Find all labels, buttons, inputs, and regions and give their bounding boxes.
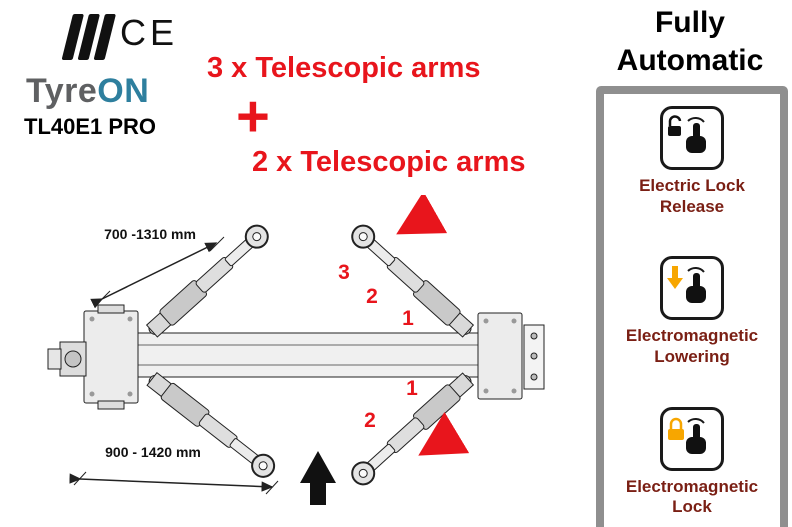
feature-electric-lock-release: Electric Lock Release [610, 106, 774, 217]
electromagnetic-lock-icon [660, 406, 724, 471]
dimension-top-label: 700 -1310 mm [104, 226, 196, 242]
down-arrow-icon [667, 266, 683, 290]
electromagnetic-lowering-icon [660, 256, 724, 321]
brand-name-on: ON [97, 72, 150, 110]
brand-name-tyre: Tyre [26, 72, 98, 110]
arm-step-1-top: 1 [402, 307, 414, 330]
headline-plus-sign: + [236, 84, 270, 149]
headline-three-arms: 3 x Telescopic arms [207, 52, 481, 84]
feature-electromagnetic-lowering: Electromagnetic Lowering [610, 256, 774, 367]
feature-label: Electromagnetic Lock [625, 476, 759, 517]
arm-step-2-top: 2 [366, 285, 378, 308]
lift-top-view-diagram: 700 -1310 mm 900 - 1420 mm 3 2 1 1 2 [47, 195, 545, 505]
lift-arm-rear-left [142, 368, 280, 483]
slide-arrow-top-icon [396, 195, 448, 235]
brand-logo-bars-icon [61, 14, 116, 60]
dimension-bottom-label: 900 - 1420 mm [105, 444, 201, 460]
arm-step-2-bottom: 2 [364, 409, 376, 432]
lock-icon [668, 417, 684, 440]
ce-mark: CE [120, 12, 179, 53]
headline-two-arms: 2 x Telescopic arms [252, 146, 526, 178]
slide-arrow-bottom-icon [418, 411, 470, 456]
automation-title: Fully Automatic [616, 6, 764, 77]
feature-label: Electromagnetic Lowering [625, 326, 759, 366]
floor-beam [119, 332, 483, 378]
electric-lock-release-icon [660, 106, 724, 170]
dimension-top-arm: 700 -1310 mm [90, 226, 225, 309]
feature-electromagnetic-lock: Electromagnetic Lock [610, 406, 774, 518]
brand-name: TyreON [26, 72, 149, 111]
left-post [47, 304, 139, 410]
feature-label: Electric Lock Release [639, 176, 745, 216]
right-post [477, 312, 545, 400]
arm-step-3: 3 [338, 261, 350, 284]
model-number: TL40E1 PRO [24, 114, 157, 139]
arm-step-1-bottom: 1 [406, 377, 418, 400]
drive-in-arrow-icon [300, 451, 336, 505]
dimension-bottom-arm: 900 - 1420 mm [69, 444, 279, 495]
automation-panel: Electric Lock Release Electromagnetic Lo… [596, 86, 788, 527]
